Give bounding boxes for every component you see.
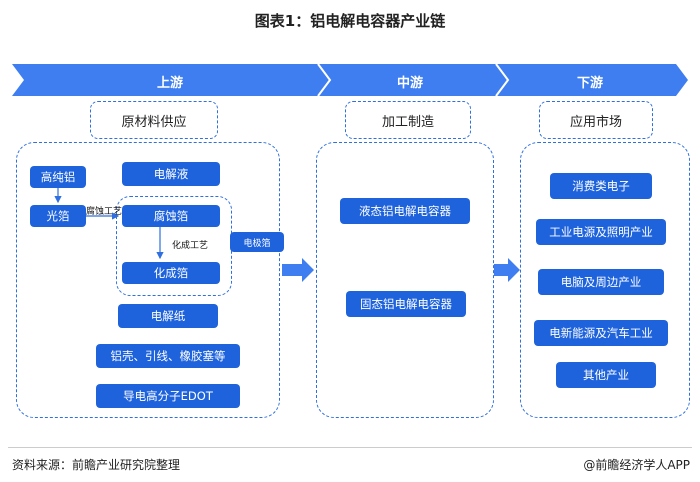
node-consumer-electronics: 消费类电子 xyxy=(550,173,652,199)
node-industrial-power: 工业电源及照明产业 xyxy=(536,219,666,245)
upstream-group xyxy=(16,142,280,418)
node-new-energy-auto: 电新能源及汽车工业 xyxy=(534,320,668,346)
header-raw-material: 原材料供应 xyxy=(90,101,218,139)
stage-label-downstream: 下游 xyxy=(576,76,603,91)
node-formed-foil: 化成箔 xyxy=(122,262,220,284)
arrow-midstream-to-downstream xyxy=(494,258,520,282)
header-manufacturing: 加工制造 xyxy=(345,101,471,139)
node-high-purity-aluminum: 高纯铝 xyxy=(30,166,86,188)
chevron-downstream xyxy=(494,64,688,96)
chevron-midstream xyxy=(316,64,508,96)
node-shell-parts: 铝壳、引线、橡胶塞等 xyxy=(96,344,240,368)
label-formation-process: 化成工艺 xyxy=(172,241,209,251)
footer-divider xyxy=(8,447,692,448)
node-solid-capacitor: 固态铝电解电容器 xyxy=(346,291,466,317)
page-title: 图表1：铝电解电容器产业链 xyxy=(254,12,446,30)
stage-label-midstream: 中游 xyxy=(396,76,423,91)
footer-source: 资料来源：前瞻产业研究院整理 xyxy=(12,458,181,472)
footer-brand: @前瞻经济学人APP xyxy=(583,458,690,472)
stage-label-upstream: 上游 xyxy=(156,76,183,91)
chevron-upstream xyxy=(12,64,330,96)
node-etched-foil: 腐蚀箔 xyxy=(122,205,220,227)
arrow-upstream-to-midstream xyxy=(282,258,314,282)
node-foil: 光箔 xyxy=(30,205,86,227)
node-electrolyte: 电解液 xyxy=(122,162,220,186)
header-application: 应用市场 xyxy=(539,101,653,139)
node-electrode-foil: 电极箔 xyxy=(230,232,284,252)
node-electrolytic-paper: 电解纸 xyxy=(118,304,218,328)
node-liquid-capacitor: 液态铝电解电容器 xyxy=(340,198,470,224)
node-other-industries: 其他产业 xyxy=(556,362,656,388)
stage-banner xyxy=(12,63,688,97)
midstream-group xyxy=(316,142,494,418)
node-edot: 导电高分子EDOT xyxy=(96,384,240,408)
downstream-group xyxy=(520,142,690,418)
label-etching-process: 腐蚀工艺 xyxy=(86,207,123,217)
node-computer-peripherals: 电脑及周边产业 xyxy=(538,269,664,295)
